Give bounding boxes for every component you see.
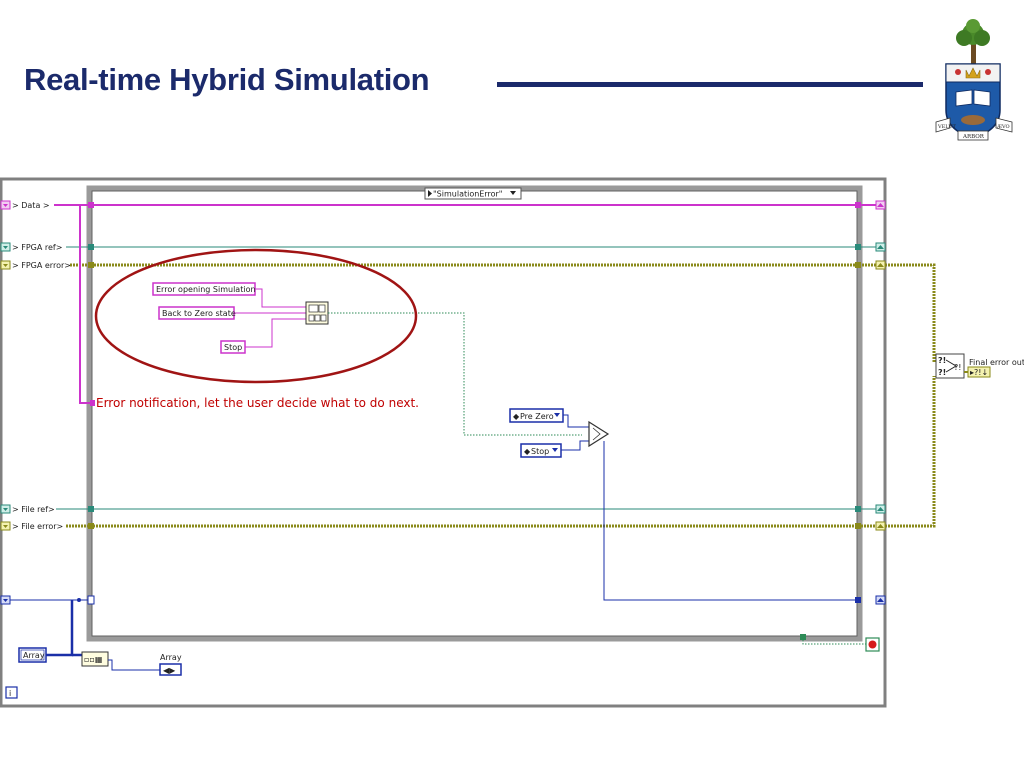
- terminal-fpga-ref[interactable]: > FPGA ref>: [0, 242, 62, 252]
- terminal-enum-in[interactable]: [0, 595, 11, 605]
- labview-block-diagram: "SimulationError" > Data > > FPGA ref> >…: [0, 177, 1024, 708]
- motto-left: VELUT: [937, 124, 957, 130]
- msg1-text: Error opening Simulation: [156, 285, 256, 294]
- merge-errors-node[interactable]: ?! ?! ?!: [935, 353, 965, 379]
- string-constant-stop[interactable]: Stop: [220, 340, 246, 354]
- select-node[interactable]: [588, 420, 610, 448]
- error-notification-note: Error notification, let the user decide …: [96, 396, 419, 410]
- loop-condition-terminal[interactable]: [865, 637, 880, 652]
- final-error-indicator[interactable]: ▸?!↓: [967, 366, 991, 378]
- array-indicator[interactable]: ◀▶: [159, 663, 182, 676]
- while-loop-frame: [0, 177, 887, 708]
- svg-text:?!: ?!: [938, 356, 946, 365]
- svg-text:?!: ?!: [938, 368, 946, 377]
- terminal-fpga-error[interactable]: > FPGA error>: [0, 260, 71, 270]
- array-control-text: Array: [23, 651, 45, 660]
- university-crest-icon: VELUT ARBOR ÆVO: [935, 19, 1013, 141]
- pre-zero-text: Pre Zero: [520, 412, 554, 421]
- motto-center: ARBOR: [962, 134, 985, 140]
- string-constant-back-to-zero[interactable]: Back to Zero state: [158, 306, 236, 320]
- case-tunnels: [87, 202, 861, 605]
- shift-registers-right: [875, 200, 886, 605]
- data-branch-wire: [79, 205, 92, 404]
- msg2-text: Back to Zero state: [162, 309, 236, 318]
- error-out-wire-1: [885, 263, 936, 362]
- file-ref-label: > File ref>: [12, 505, 55, 514]
- array-control[interactable]: Array: [18, 647, 47, 663]
- fpga-error-label: > FPGA error>: [12, 261, 71, 270]
- three-button-dialog-node[interactable]: [305, 301, 329, 325]
- case-selector[interactable]: "SimulationError": [424, 187, 522, 200]
- final-error-label: Final error out: [969, 358, 1024, 367]
- svg-text:◀▶: ◀▶: [163, 666, 176, 675]
- case-selector-label: "SimulationError": [433, 190, 502, 199]
- highlight-ellipse: [94, 248, 418, 384]
- error-out-wire-2: [885, 376, 936, 528]
- msg3-text: Stop: [224, 343, 242, 352]
- build-array-node[interactable]: ▫▫▦: [81, 651, 109, 667]
- motto-right: ÆVO: [996, 124, 1010, 130]
- enum-constant-stop[interactable]: ◆ Stop: [520, 443, 562, 458]
- svg-text:?!: ?!: [954, 363, 961, 372]
- terminal-file-ref[interactable]: > File ref>: [0, 504, 55, 514]
- enum-constant-pre-zero[interactable]: ◆ Pre Zero: [509, 408, 564, 423]
- stop-wire: [802, 637, 868, 645]
- svg-text:◆: ◆: [513, 412, 520, 421]
- iteration-terminal: i: [5, 686, 18, 699]
- string-constant-error-opening[interactable]: Error opening Simulation: [152, 282, 256, 296]
- iteration-label: i: [9, 689, 11, 698]
- svg-text:▫▫▦: ▫▫▦: [84, 655, 102, 664]
- svg-text:◆: ◆: [524, 447, 531, 456]
- svg-text:▸?!↓: ▸?!↓: [970, 368, 988, 377]
- file-error-label: > File error>: [12, 522, 63, 531]
- enum-wire-out: [603, 441, 855, 601]
- terminal-data-in[interactable]: > Data >: [0, 200, 50, 210]
- fpga-ref-label: > FPGA ref>: [12, 243, 62, 252]
- array-indicator-label: Array: [160, 653, 182, 662]
- case-structure-frame: [86, 185, 863, 642]
- data-label: > Data >: [12, 201, 50, 210]
- slide-title: Real-time Hybrid Simulation: [24, 62, 430, 97]
- terminal-file-error[interactable]: > File error>: [0, 521, 63, 531]
- stop-enum-text: Stop: [531, 447, 549, 456]
- title-rule: [497, 82, 923, 87]
